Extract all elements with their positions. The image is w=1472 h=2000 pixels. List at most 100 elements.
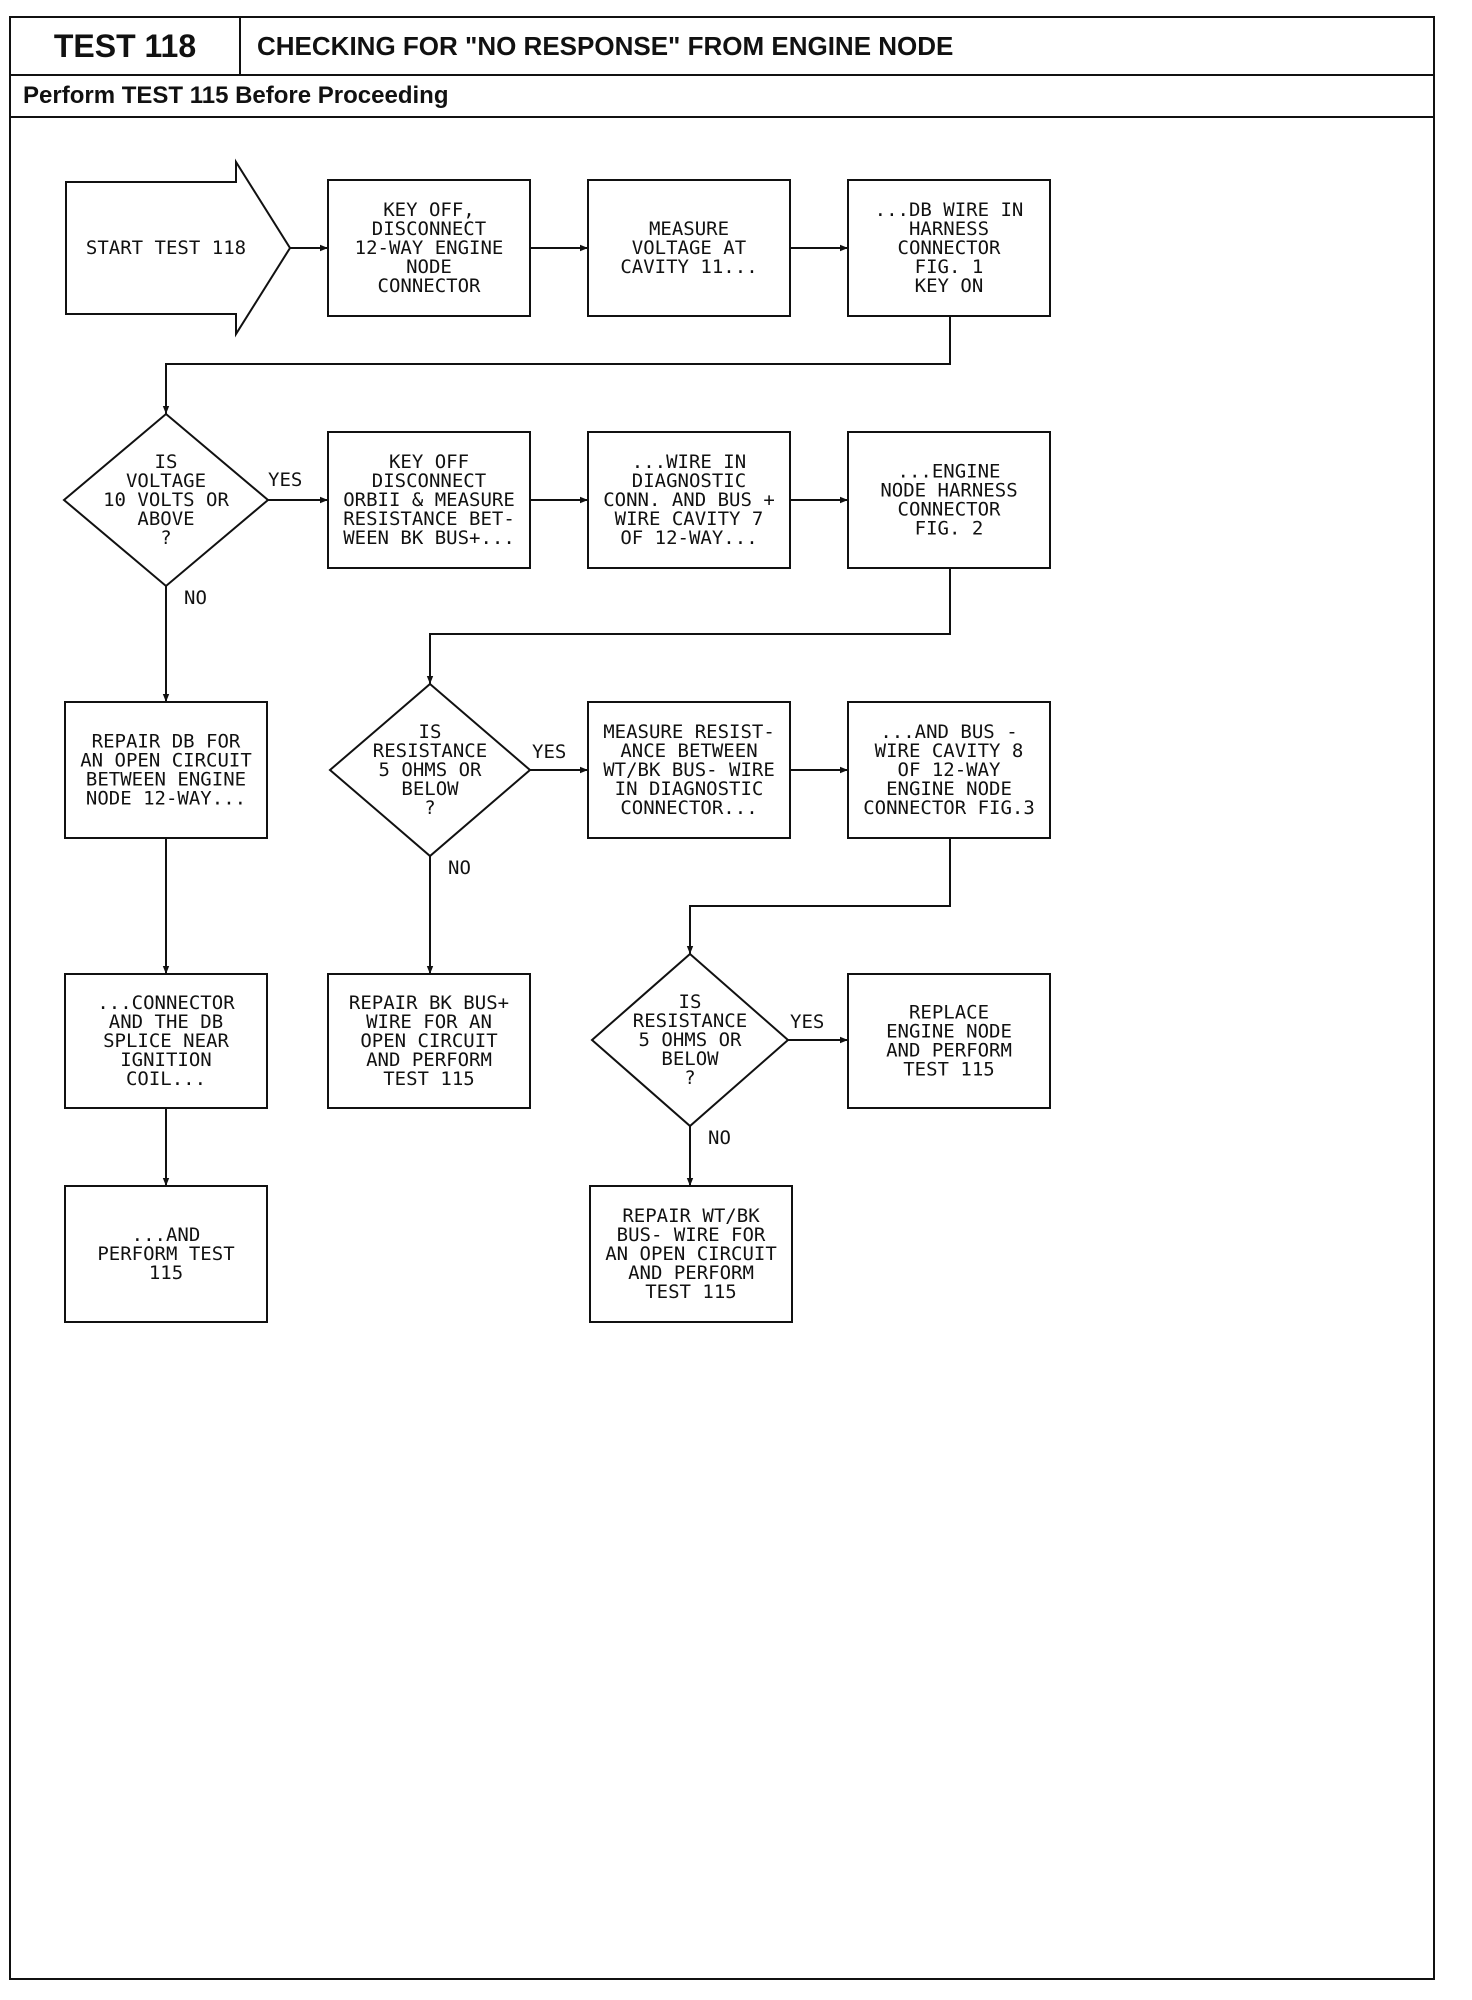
and-bus-cavity8-line: ...AND BUS - — [880, 721, 1017, 743]
yes-label-resistance-2: YES — [790, 1011, 824, 1033]
yes-label-resistance-1: YES — [532, 741, 566, 763]
and-bus-cavity8-line: CONNECTOR FIG.3 — [863, 797, 1035, 819]
wire-in-diagnostic-line: DIAGNOSTIC — [632, 470, 746, 492]
and-perform-test-line: 115 — [149, 1262, 183, 1284]
and-perform-test-box — [64, 1185, 268, 1323]
replace-engine-node-line: TEST 115 — [903, 1059, 995, 1081]
and-bus-cavity8-box — [847, 701, 1051, 839]
page-title: CHECKING FOR "NO RESPONSE" FROM ENGINE N… — [257, 31, 954, 61]
repair-db-line: AN OPEN CIRCUIT — [80, 750, 252, 772]
key-off-disconnect-line: CONNECTOR — [378, 275, 482, 297]
repair-db-line: BETWEEN ENGINE — [86, 769, 246, 791]
replace-engine-node-line: REPLACE — [909, 1002, 989, 1024]
wire-in-diagnostic-line: OF 12-WAY... — [620, 527, 757, 549]
engine-node-harness-line: NODE HARNESS — [880, 480, 1017, 502]
measure-voltage-box — [587, 179, 791, 317]
no-label-resistance-2: NO — [708, 1127, 731, 1149]
repair-bk-bus-line: WIRE FOR AN — [366, 1011, 492, 1033]
replace-engine-node-box — [847, 973, 1051, 1109]
page-frame: TEST 118 CHECKING FOR "NO RESPONSE" FROM… — [9, 16, 1435, 1980]
start-line: START TEST 118 — [86, 237, 246, 259]
connector-db-splice-line: ...CONNECTOR — [97, 992, 235, 1014]
is-voltage-line: ? — [160, 527, 171, 549]
no-label-voltage: NO — [184, 587, 207, 609]
is-resistance-2-line: ? — [684, 1067, 695, 1089]
yes-label-voltage: YES — [268, 469, 302, 491]
engine-node-harness-box — [847, 431, 1051, 569]
db-wire-harness-box — [847, 179, 1051, 317]
and-perform-test-line: ...AND — [132, 1224, 201, 1246]
connectors — [162, 244, 951, 1186]
db-wire-harness-line: HARNESS — [909, 218, 989, 240]
and-bus-cavity8-line: ENGINE NODE — [886, 778, 1012, 800]
repair-db-box — [64, 701, 268, 839]
start-text: START TEST 118 — [86, 237, 246, 259]
is-resistance-1-line: IS — [419, 721, 442, 743]
connector-db-splice-line: SPLICE NEAR — [103, 1030, 229, 1052]
repair-bk-bus-line: REPAIR BK BUS+ — [349, 992, 509, 1014]
db-wire-harness-line: KEY ON — [915, 275, 984, 297]
wire-in-diagnostic-line: ...WIRE IN — [632, 451, 746, 473]
is-resistance-2-line: BELOW — [661, 1048, 719, 1070]
key-off-disconnect-dbii-line: ORBII & MEASURE — [343, 489, 515, 511]
is-resistance-2-line: 5 OHMS OR — [639, 1029, 743, 1051]
connector-db-splice-box — [64, 973, 268, 1109]
subheader-row: Perform TEST 115 Before Proceeding — [11, 76, 1433, 118]
repair-wtbk-bus-line: TEST 115 — [645, 1281, 737, 1303]
and-bus-cavity8-line: WIRE CAVITY 8 — [875, 740, 1024, 762]
connector-db-splice-line: COIL... — [126, 1068, 206, 1090]
start-arrow-shape — [65, 158, 292, 338]
connector-and-bus-to-is-resistance-2 — [686, 838, 951, 954]
repair-wtbk-bus-line: AND PERFORM — [628, 1262, 754, 1284]
key-off-disconnect-dbii-line: DISCONNECT — [372, 470, 486, 492]
key-off-disconnect-line: KEY OFF, — [383, 199, 475, 221]
is-resistance-1-line: RESISTANCE — [373, 740, 487, 762]
engine-node-harness-line: FIG. 2 — [915, 518, 984, 540]
is-voltage-diamond — [62, 412, 270, 588]
measure-voltage-line: CAVITY 11... — [620, 256, 757, 278]
test-number-label: TEST 118 — [11, 18, 241, 74]
db-wire-harness-line: FIG. 1 — [915, 256, 984, 278]
is-resistance-1-line: ? — [424, 797, 435, 819]
repair-wtbk-bus-line: AN OPEN CIRCUIT — [605, 1243, 777, 1265]
is-resistance-1-line: BELOW — [401, 778, 459, 800]
db-wire-harness-line: ...DB WIRE IN — [875, 199, 1024, 221]
header-row: TEST 118 CHECKING FOR "NO RESPONSE" FROM… — [11, 18, 1433, 76]
key-off-disconnect-line: 12-WAY ENGINE — [355, 237, 504, 259]
repair-bk-bus-box — [327, 973, 531, 1109]
is-voltage-line: 10 VOLTS OR — [103, 489, 229, 511]
edge-labels: YES NO YES NO YES NO — [184, 469, 824, 1149]
wire-in-diagnostic-line: CONN. AND BUS + — [603, 489, 775, 511]
is-voltage-line: IS — [155, 451, 178, 473]
db-wire-harness-line: CONNECTOR — [898, 237, 1002, 259]
key-off-disconnect-dbii-line: RESISTANCE BET- — [343, 508, 515, 530]
key-off-disconnect-dbii-line: WEEN BK BUS+... — [343, 527, 515, 549]
key-off-disconnect-box — [327, 179, 531, 317]
is-voltage-line: ABOVE — [137, 508, 194, 530]
repair-bk-bus-line: OPEN CIRCUIT — [360, 1030, 497, 1052]
repair-bk-bus-line: TEST 115 — [383, 1068, 475, 1090]
replace-engine-node-line: AND PERFORM — [886, 1040, 1012, 1062]
page-subtitle: Perform TEST 115 Before Proceeding — [23, 82, 449, 109]
measure-resistance-wtbk-line: WT/BK BUS- WIRE — [603, 759, 775, 781]
repair-db-line: REPAIR DB FOR — [92, 731, 241, 753]
connector-db-splice-line: AND THE DB — [109, 1011, 223, 1033]
is-resistance-1-diamond — [328, 682, 532, 858]
connector-engine-node-to-is-resistance-1 — [426, 568, 951, 684]
repair-db-line: NODE 12-WAY... — [86, 788, 246, 810]
